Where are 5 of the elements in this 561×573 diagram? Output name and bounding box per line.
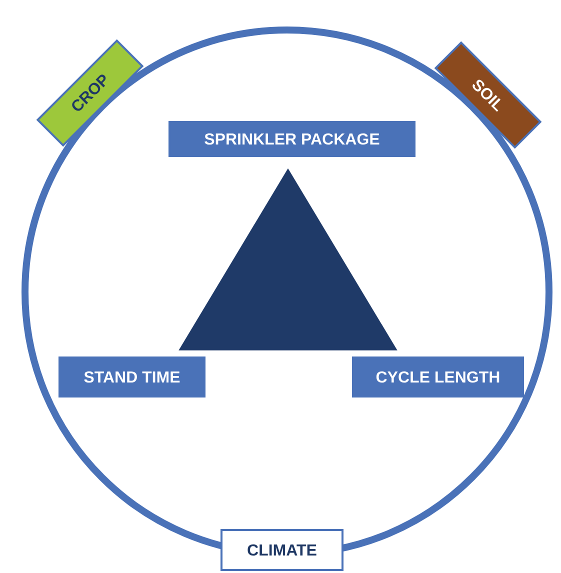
title-box: SPRINKLER PACKAGE <box>168 121 416 157</box>
label-box: CLIMATE <box>220 529 344 571</box>
label-box: STAND TIME <box>58 356 206 398</box>
label-box: CYCLE LENGTH <box>352 356 524 398</box>
triangle <box>178 168 398 350</box>
